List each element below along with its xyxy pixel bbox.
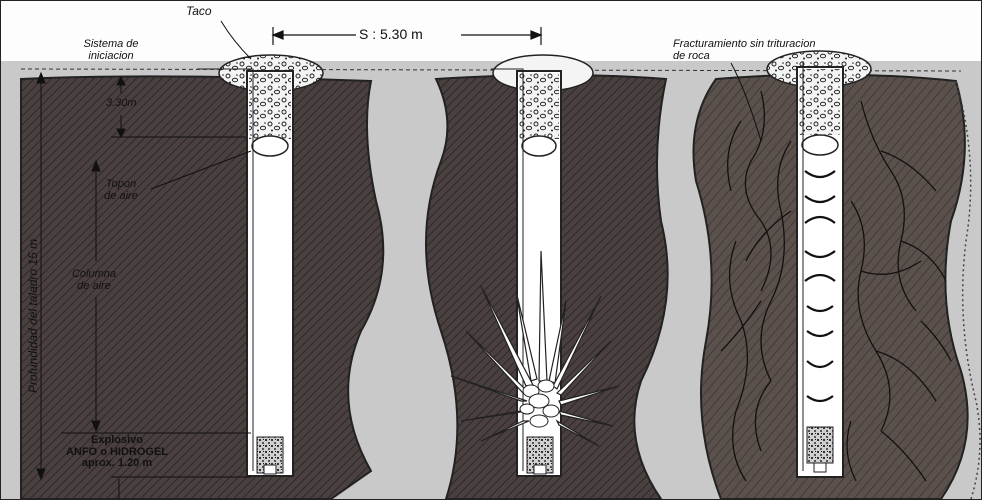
fractura-line-1: Fracturamiento sin trituracion [673,39,815,51]
spacing-label: S : 5.30 m [359,27,423,42]
topon-line-2: de aire [91,191,151,203]
columna-line-2: de aire [59,281,129,293]
explosive-charge-3 [807,427,833,463]
columna-line-1: Columna [59,269,129,281]
detonator-2 [534,465,546,474]
stemming-column-1 [249,73,291,139]
stemming-depth-label: 3.30m [106,98,137,110]
explosivo-line-1: Explosivo [57,435,177,447]
air-plug-3 [802,135,838,155]
fracturamiento-label: Fracturamiento sin trituracion de roca [673,39,815,62]
stemming-column-3 [799,69,841,135]
explosivo-line-3: aprox. 1.20 m [57,458,177,470]
stemming-column-2 [519,73,559,139]
topon-label: Topon de aire [91,179,151,202]
sistema-iniciacion-label: Sistema de iniciacion [63,39,159,62]
fractura-line-2: de roca [673,51,815,63]
columna-label: Columna de aire [59,269,129,292]
sistema-line-1: Sistema de [63,39,159,51]
detonator-3 [814,463,826,472]
depth-axis-label: Profundidad del taladro 15 m [27,239,40,393]
sistema-line-2: iniciacion [63,51,159,63]
air-plug-1 [252,136,288,156]
air-plug-2 [522,136,556,156]
topon-line-1: Topon [91,179,151,191]
taco-leader [221,21,251,59]
detonator-1 [264,465,276,474]
explosivo-label: Explosivo ANFO o HIDROGEL aprox. 1.20 m [57,435,177,470]
taco-label: Taco [186,5,212,18]
